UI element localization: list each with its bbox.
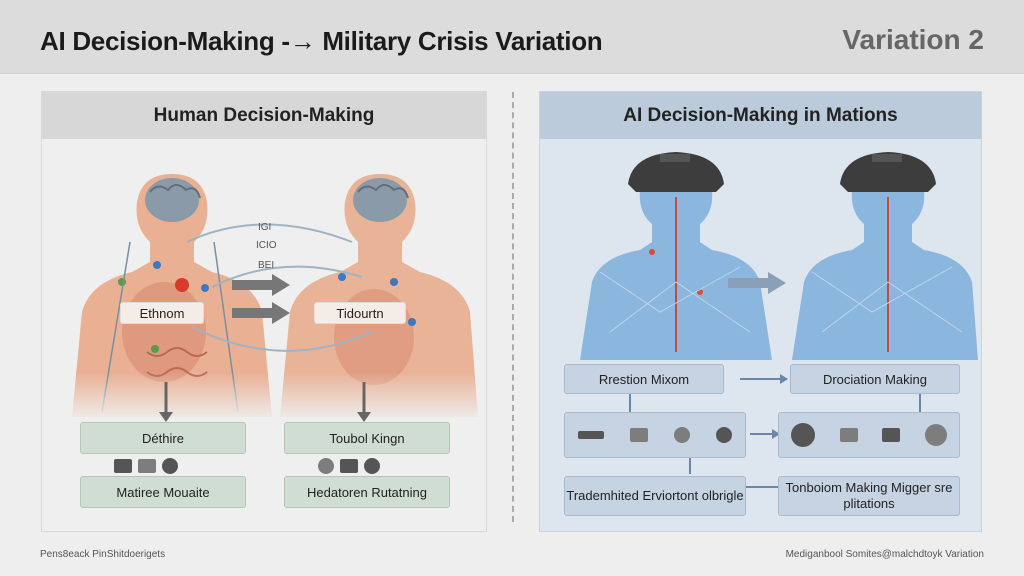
ai-figure-left [580, 152, 772, 360]
human-panel-heading: Human Decision-Making [42, 92, 486, 139]
ai-process-box-1: Rrestion Mixom [564, 364, 724, 394]
human-process-box-1: Déthire [80, 422, 246, 454]
gear-icon-ai [716, 427, 732, 443]
human-process-box-3: Matiree Mouaite [80, 476, 246, 508]
truck-icon [138, 459, 156, 473]
ai-icon-panel-1 [564, 412, 746, 458]
safe-icon [882, 428, 901, 442]
arrow-label-3: BEI [258, 260, 275, 271]
human-process-box-4: Hedatoren Rutatning [284, 476, 450, 508]
globe-icon [162, 458, 178, 474]
human-process-box-2: Toubol Kingn [284, 422, 450, 454]
arrow-label-2: ICIO [256, 240, 277, 251]
chip-icon [674, 427, 690, 443]
ai-panel-heading: AI Decision-Making in Mations [540, 92, 981, 139]
human-icon-row-1 [114, 458, 178, 474]
ai-process-box-3: Trademhited Erviortont olbrigle [564, 476, 746, 516]
ai-decision-panel: AI Decision-Making in Mations [539, 91, 982, 532]
footer-left-text: Pens8eack PinShitdoerigets [40, 549, 166, 560]
ai-process-box-4: Tonboiom Making Migger sre plitations [778, 476, 960, 516]
footer-right-text: Mediganbool Somites@malchdtoyk Variation [785, 549, 984, 560]
body-label-right: Tidourtn [314, 302, 406, 324]
tank-icon-ai [839, 428, 858, 442]
tank-icon [114, 459, 132, 473]
helicopter-icon [630, 428, 648, 442]
body-label-left: Ethnom [120, 302, 204, 324]
gear-icon [318, 458, 334, 474]
header-bar: AI Decision-Making -→ Military Crisis Va… [0, 0, 1024, 74]
page-title: AI Decision-Making -→ Military Crisis Va… [40, 26, 603, 56]
variation-label: Variation 2 [842, 24, 984, 55]
target-icon-ai [924, 424, 947, 446]
human-anatomy-illustration [42, 174, 486, 422]
ai-icon-panel-2 [778, 412, 960, 458]
vehicle-icon [340, 459, 358, 473]
human-icon-row-2 [318, 458, 380, 474]
target-icon [364, 458, 380, 474]
arrow-label-1: IGI [258, 222, 272, 233]
panel-divider [512, 92, 514, 522]
radar-icon [791, 423, 816, 447]
ai-figure-right [792, 152, 978, 360]
human-decision-panel: Human Decision-Making [41, 91, 487, 532]
aircraft-icon [578, 431, 604, 439]
ai-process-box-2: Drociation Making [790, 364, 960, 394]
ai-soldier-illustration [580, 152, 978, 492]
